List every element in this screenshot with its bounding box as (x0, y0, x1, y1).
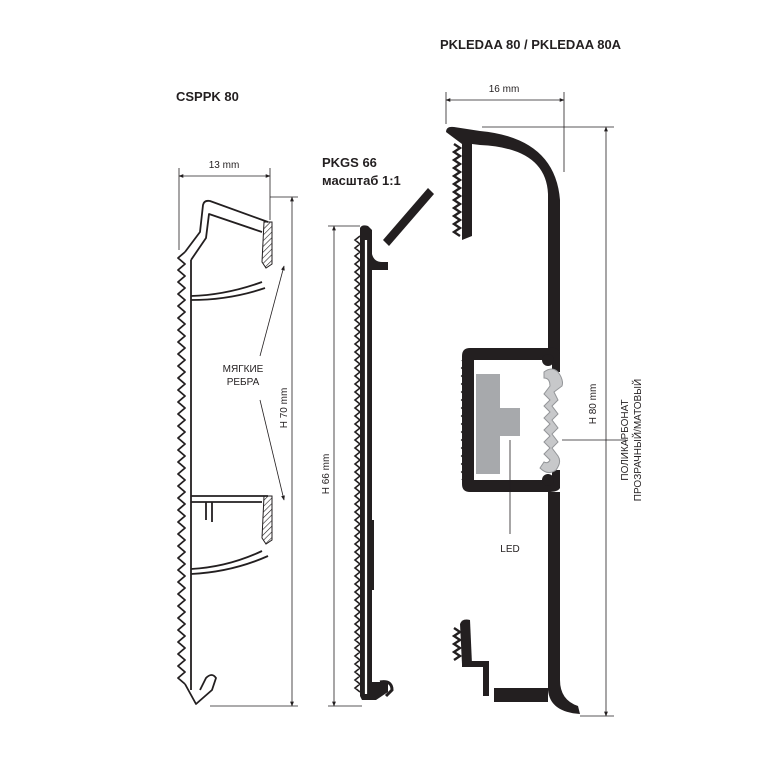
pkledaa-height-label: H 80 mm (588, 384, 599, 425)
pkgs-title: PKGS 66 (322, 155, 377, 170)
polycarbonate-diffuser (539, 368, 563, 474)
csppk-profile (177, 199, 269, 705)
pkledaa-width-label: 16 mm (489, 84, 520, 95)
csppk-title: CSPPK 80 (176, 89, 239, 104)
pkledaa-dimension-lines (445, 92, 626, 717)
led-label: LED (500, 544, 519, 555)
pkledaa-title: PKLEDAA 80 / PKLEDAA 80A (440, 37, 622, 52)
pkledaa-lower-spine (494, 492, 580, 714)
soft-ribs-label-line2: РЕБРА (227, 377, 260, 388)
csppk-serrated-back (177, 251, 186, 685)
pkledaa-profile (446, 126, 580, 714)
material-label-line2: ПРОЗРАЧНЫЙ/МАТОВЫЙ (631, 379, 644, 501)
pkgs-scale: масштаб 1:1 (322, 173, 401, 188)
pkgs-body (360, 225, 388, 701)
soft-ribs-label-line1: МЯГКИЕ (223, 364, 264, 375)
pkledaa-body (446, 126, 560, 354)
csppk-height-label: H 70 mm (279, 388, 290, 429)
csppk-dimension-lines (178, 168, 298, 707)
pkledaa-led-channel (462, 347, 560, 492)
csppk-top-outline (184, 199, 269, 253)
led-module (476, 374, 520, 474)
material-label-line1: ПОЛИКАРБОНАТ (620, 399, 631, 480)
pkgs-profile (353, 188, 434, 701)
csppk-soft-rib-top (261, 221, 273, 269)
csppk-top-inner (190, 213, 263, 261)
pkgs-dimension-lines (328, 225, 362, 707)
pkgs-lip (383, 188, 434, 246)
csppk-soft-rib-bottom (261, 495, 273, 545)
pkgs-height-label: H 66 mm (321, 454, 332, 495)
csppk-width-label: 13 mm (209, 160, 240, 171)
